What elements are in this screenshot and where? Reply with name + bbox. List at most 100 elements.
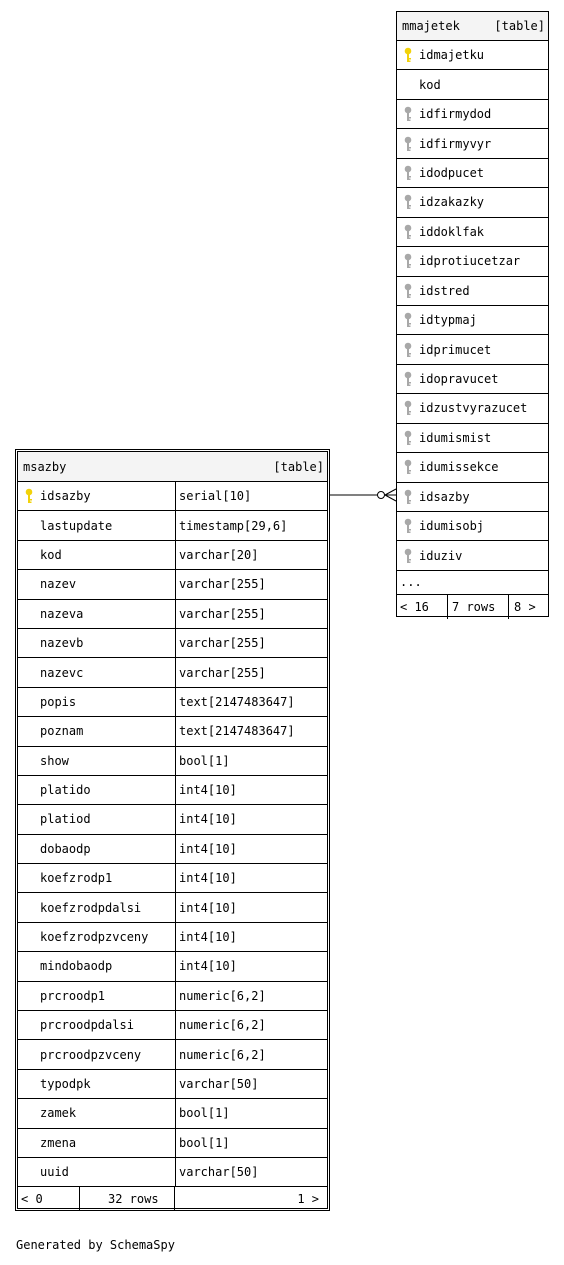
column-name: idopravucet	[419, 372, 499, 387]
column-type: numeric[6,2]	[175, 1011, 327, 1040]
table-kind: [table]	[494, 19, 545, 33]
column-row-idtypmaj[interactable]: idtypmaj	[397, 306, 548, 336]
column-name-cell: nazevc	[18, 658, 175, 686]
parents-count[interactable]: < 16	[397, 594, 448, 619]
column-name-cell: iduziv	[397, 541, 548, 569]
generated-by-text: Generated by SchemaSpy	[16, 1238, 175, 1252]
column-row-idprimucet[interactable]: idprimucet	[397, 335, 548, 365]
column-type: varchar[255]	[175, 658, 327, 687]
children-count[interactable]: 8 >	[514, 599, 536, 614]
column-row-idodpucet[interactable]: idodpucet	[397, 159, 548, 189]
more-columns-ellipsis[interactable]: ...	[397, 571, 548, 595]
column-type: int4[10]	[175, 775, 327, 805]
column-name-cell: idzustvyrazucet	[397, 394, 548, 422]
primary-key-icon	[18, 488, 40, 504]
foreign-key-icon	[397, 489, 419, 505]
column-row-idfirmydod[interactable]: idfirmydod	[397, 100, 548, 130]
foreign-key-icon	[397, 371, 419, 387]
column-name-cell: popis	[18, 688, 175, 716]
column-name-cell: nazeva	[18, 600, 175, 628]
column-name: nazevc	[40, 665, 84, 680]
primary-key-icon	[397, 47, 419, 63]
column-row-idprotiucetzar[interactable]: idprotiucetzar	[397, 247, 548, 277]
column-row-idstred[interactable]: idstred	[397, 277, 548, 306]
column-row-idfirmyvyr[interactable]: idfirmyvyr	[397, 129, 548, 159]
table-name[interactable]: mmajetek	[402, 19, 460, 33]
column-row-idsazby[interactable]: idsazby	[397, 483, 548, 512]
column-type: varchar[20]	[175, 540, 327, 570]
column-name: prcroodpdalsi	[40, 1018, 134, 1033]
column-name: iddoklfak	[419, 224, 485, 239]
column-name: uuid	[40, 1165, 69, 1180]
column-row-nazevc[interactable]: nazevc varchar[255]	[18, 658, 327, 688]
column-name-cell: idprimucet	[397, 335, 548, 363]
column-row-idzakazky[interactable]: idzakazky	[397, 188, 548, 218]
column-row-idzustvyrazucet[interactable]: idzustvyrazucet	[397, 394, 548, 424]
column-name: nazev	[40, 577, 77, 592]
column-name-cell: koefzrodp1	[18, 864, 175, 892]
table-name[interactable]: msazby	[23, 459, 67, 474]
column-row-iduziv[interactable]: iduziv	[397, 541, 548, 571]
column-name: kod	[419, 77, 441, 92]
column-row-idumissekce[interactable]: idumissekce	[397, 453, 548, 483]
parents-count[interactable]: < 0	[18, 1187, 80, 1211]
column-type: text[2147483647]	[175, 687, 327, 717]
column-row-idumisobj[interactable]: idumisobj	[397, 512, 548, 542]
foreign-key-icon	[397, 253, 419, 269]
column-row-prcroodpdalsi[interactable]: prcroodpdalsi numeric[6,2]	[18, 1011, 327, 1041]
column-name: idzustvyrazucet	[419, 401, 528, 416]
column-name-cell: prcroodpzvceny	[18, 1040, 175, 1068]
column-name-cell: idumissekce	[397, 453, 548, 481]
column-name-cell: idodpucet	[397, 159, 548, 187]
foreign-key-icon	[397, 518, 419, 534]
column-name-cell: idsazby	[18, 482, 175, 510]
column-row-iddoklfak[interactable]: iddoklfak	[397, 218, 548, 248]
crowfoot-lower	[384, 494, 397, 502]
column-row-idopravucet[interactable]: idopravucet	[397, 365, 548, 395]
column-name: idsazby	[40, 489, 91, 504]
column-row-idumismist[interactable]: idumismist	[397, 424, 548, 454]
column-name-cell: idopravucet	[397, 365, 548, 393]
column-name: platiod	[40, 812, 91, 827]
column-name-cell: prcroodpdalsi	[18, 1011, 175, 1039]
foreign-key-icon	[397, 459, 419, 475]
children-count[interactable]: 1 >	[297, 1191, 319, 1206]
column-name-cell: idprotiucetzar	[397, 247, 548, 275]
column-name-cell: zamek	[18, 1099, 175, 1127]
column-name-cell: prcroodp1	[18, 982, 175, 1010]
column-type: int4[10]	[175, 893, 327, 922]
column-name-cell: koefzrodpzvceny	[18, 923, 175, 951]
column-name-cell: iddoklfak	[397, 218, 548, 246]
column-type: numeric[6,2]	[175, 1040, 327, 1069]
column-type: timestamp[29,6]	[175, 511, 327, 540]
column-name: typodpk	[40, 1077, 91, 1091]
table-footer: < 0 32 rows 1 >	[18, 1187, 327, 1211]
column-row-kod[interactable]: kod	[397, 70, 548, 100]
column-row-idmajetku[interactable]: idmajetku	[397, 41, 548, 71]
column-type: varchar[255]	[175, 628, 327, 658]
